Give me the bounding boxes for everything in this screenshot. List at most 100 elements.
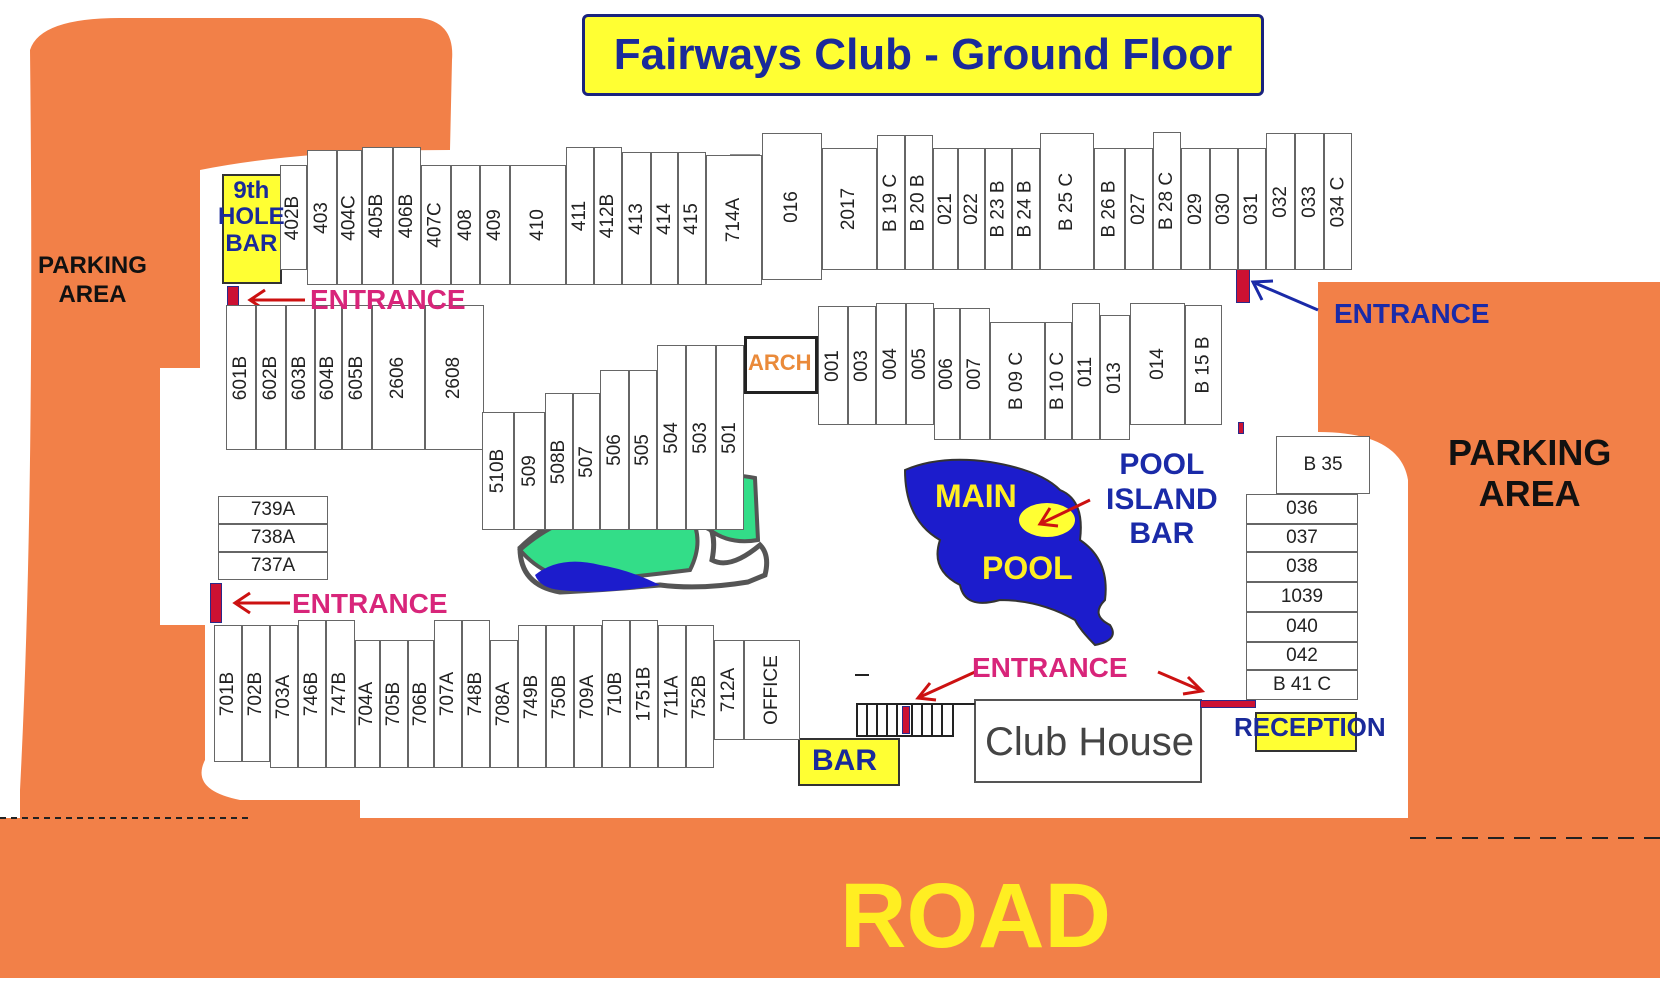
unit-013[interactable]: 013	[1100, 315, 1130, 440]
unit-747b[interactable]: 747B	[326, 620, 355, 768]
unit-1751b[interactable]: 1751B	[630, 620, 658, 768]
unit-603b[interactable]: 603B	[286, 305, 315, 450]
unit-b-20-b[interactable]: B 20 B	[905, 135, 933, 270]
unit-003[interactable]: 003	[848, 306, 876, 425]
unit-029[interactable]: 029	[1181, 148, 1210, 270]
unit-748b[interactable]: 748B	[462, 620, 490, 768]
unit-506[interactable]: 506	[600, 370, 629, 530]
unit-737a[interactable]: 737A	[218, 552, 328, 580]
entrance-door-stairs[interactable]	[902, 706, 910, 734]
unit-709a[interactable]: 709A	[574, 625, 602, 768]
unit-b-24-b[interactable]: B 24 B	[1012, 148, 1040, 270]
unit-b-15-b[interactable]: B 15 B	[1185, 305, 1222, 425]
unit-004[interactable]: 004	[876, 303, 906, 425]
unit-403[interactable]: 403	[307, 150, 337, 285]
unit-604b[interactable]: 604B	[315, 305, 342, 450]
unit-410[interactable]: 410	[510, 165, 566, 285]
unit-040[interactable]: 040	[1246, 612, 1358, 642]
unit-750b[interactable]: 750B	[546, 625, 574, 768]
unit-038[interactable]: 038	[1246, 552, 1358, 582]
unit-014[interactable]: 014	[1130, 303, 1185, 425]
unit-405b[interactable]: 405B	[362, 147, 393, 285]
unit-b-28-c[interactable]: B 28 C	[1153, 132, 1181, 270]
unit-704a[interactable]: 704A	[355, 640, 380, 768]
unit-412b[interactable]: 412B	[594, 147, 622, 285]
unit-505[interactable]: 505	[629, 370, 657, 530]
unit-707a[interactable]: 707A	[434, 620, 462, 768]
entrance-door-right-top[interactable]	[1236, 267, 1250, 303]
unit-031[interactable]: 031	[1238, 148, 1266, 270]
unit-414[interactable]: 414	[651, 152, 678, 285]
unit-005[interactable]: 005	[906, 303, 934, 425]
unit-b-35[interactable]: B 35	[1276, 436, 1370, 494]
unit-409[interactable]: 409	[480, 165, 510, 285]
unit-b-10-c[interactable]: B 10 C	[1045, 322, 1072, 440]
unit-703a[interactable]: 703A	[270, 625, 298, 768]
unit-402b[interactable]: 402B	[280, 165, 307, 270]
unit-016[interactable]: 016	[762, 133, 822, 280]
unit-602b[interactable]: 602B	[256, 305, 286, 450]
unit-b-19-c[interactable]: B 19 C	[877, 135, 905, 270]
unit-411[interactable]: 411	[566, 147, 594, 285]
unit-601b[interactable]: 601B	[226, 305, 256, 450]
unit-701b[interactable]: 701B	[214, 625, 242, 762]
unit-508b[interactable]: 508B	[545, 393, 573, 530]
unit-407c[interactable]: 407C	[421, 165, 451, 285]
unit-006[interactable]: 006	[934, 308, 960, 440]
unit-b-09-c[interactable]: B 09 C	[990, 322, 1045, 440]
unit-752b[interactable]: 752B	[686, 625, 714, 768]
unit-034-c[interactable]: 034 C	[1324, 133, 1352, 270]
unit-042[interactable]: 042	[1246, 642, 1358, 670]
unit-702b[interactable]: 702B	[242, 625, 270, 762]
unit-705b[interactable]: 705B	[380, 640, 408, 768]
unit-404c[interactable]: 404C	[337, 150, 362, 285]
unit-022[interactable]: 022	[958, 148, 985, 270]
unit-b-41-c[interactable]: B 41 C	[1246, 670, 1358, 700]
unit-710b[interactable]: 710B	[602, 620, 630, 768]
unit-030[interactable]: 030	[1210, 148, 1238, 270]
unit-605b[interactable]: 605B	[342, 305, 372, 450]
unit-027[interactable]: 027	[1125, 148, 1153, 270]
unit-503[interactable]: 503	[686, 345, 716, 530]
unit-708a[interactable]: 708A	[490, 640, 518, 768]
unit-036[interactable]: 036	[1246, 494, 1358, 524]
entrance-door-reception[interactable]	[1200, 700, 1256, 708]
unit-2608[interactable]: 2608	[425, 305, 484, 450]
unit-706b[interactable]: 706B	[408, 640, 434, 768]
unit-501[interactable]: 501	[716, 345, 744, 530]
unit-714a[interactable]: 714A	[706, 155, 762, 285]
entrance-door-left-bottom[interactable]	[210, 583, 222, 623]
unit-b-26-b[interactable]: B 26 B	[1094, 148, 1125, 270]
unit-510b[interactable]: 510B	[482, 412, 514, 530]
unit-509[interactable]: 509	[514, 412, 545, 530]
entrance-label-4: ENTRANCE	[972, 652, 1128, 683]
entrance-door-right-mid[interactable]	[1238, 422, 1244, 434]
unit-b-23-b[interactable]: B 23 B	[985, 148, 1012, 270]
unit-032[interactable]: 032	[1266, 133, 1295, 270]
unit-408[interactable]: 408	[451, 165, 480, 285]
unit-021[interactable]: 021	[933, 148, 958, 270]
unit-413[interactable]: 413	[622, 152, 651, 285]
unit-011[interactable]: 011	[1072, 303, 1100, 440]
unit-001[interactable]: 001	[818, 306, 848, 425]
unit-711a[interactable]: 711A	[658, 625, 686, 768]
unit-738a[interactable]: 738A	[218, 524, 328, 552]
unit-037[interactable]: 037	[1246, 524, 1358, 552]
unit-504[interactable]: 504	[657, 345, 686, 530]
unit-2017[interactable]: 2017	[822, 148, 877, 270]
unit-507[interactable]: 507	[573, 393, 600, 530]
unit-749b[interactable]: 749B	[518, 625, 546, 768]
unit-007[interactable]: 007	[960, 308, 990, 440]
unit-1039[interactable]: 1039	[1246, 582, 1358, 612]
unit-746b[interactable]: 746B	[298, 620, 326, 768]
unit-office[interactable]: OFFICE	[744, 640, 800, 740]
unit-406b[interactable]: 406B	[393, 147, 421, 285]
unit-b-25-c[interactable]: B 25 C	[1040, 133, 1094, 270]
unit-033[interactable]: 033	[1295, 133, 1324, 270]
pool-island-bar-label: POOL ISLAND BAR	[1106, 448, 1218, 550]
unit-739a[interactable]: 739A	[218, 496, 328, 524]
bar-box	[798, 738, 900, 786]
unit-712a[interactable]: 712A	[714, 640, 744, 740]
unit-2606[interactable]: 2606	[372, 305, 425, 450]
unit-415[interactable]: 415	[678, 152, 706, 285]
